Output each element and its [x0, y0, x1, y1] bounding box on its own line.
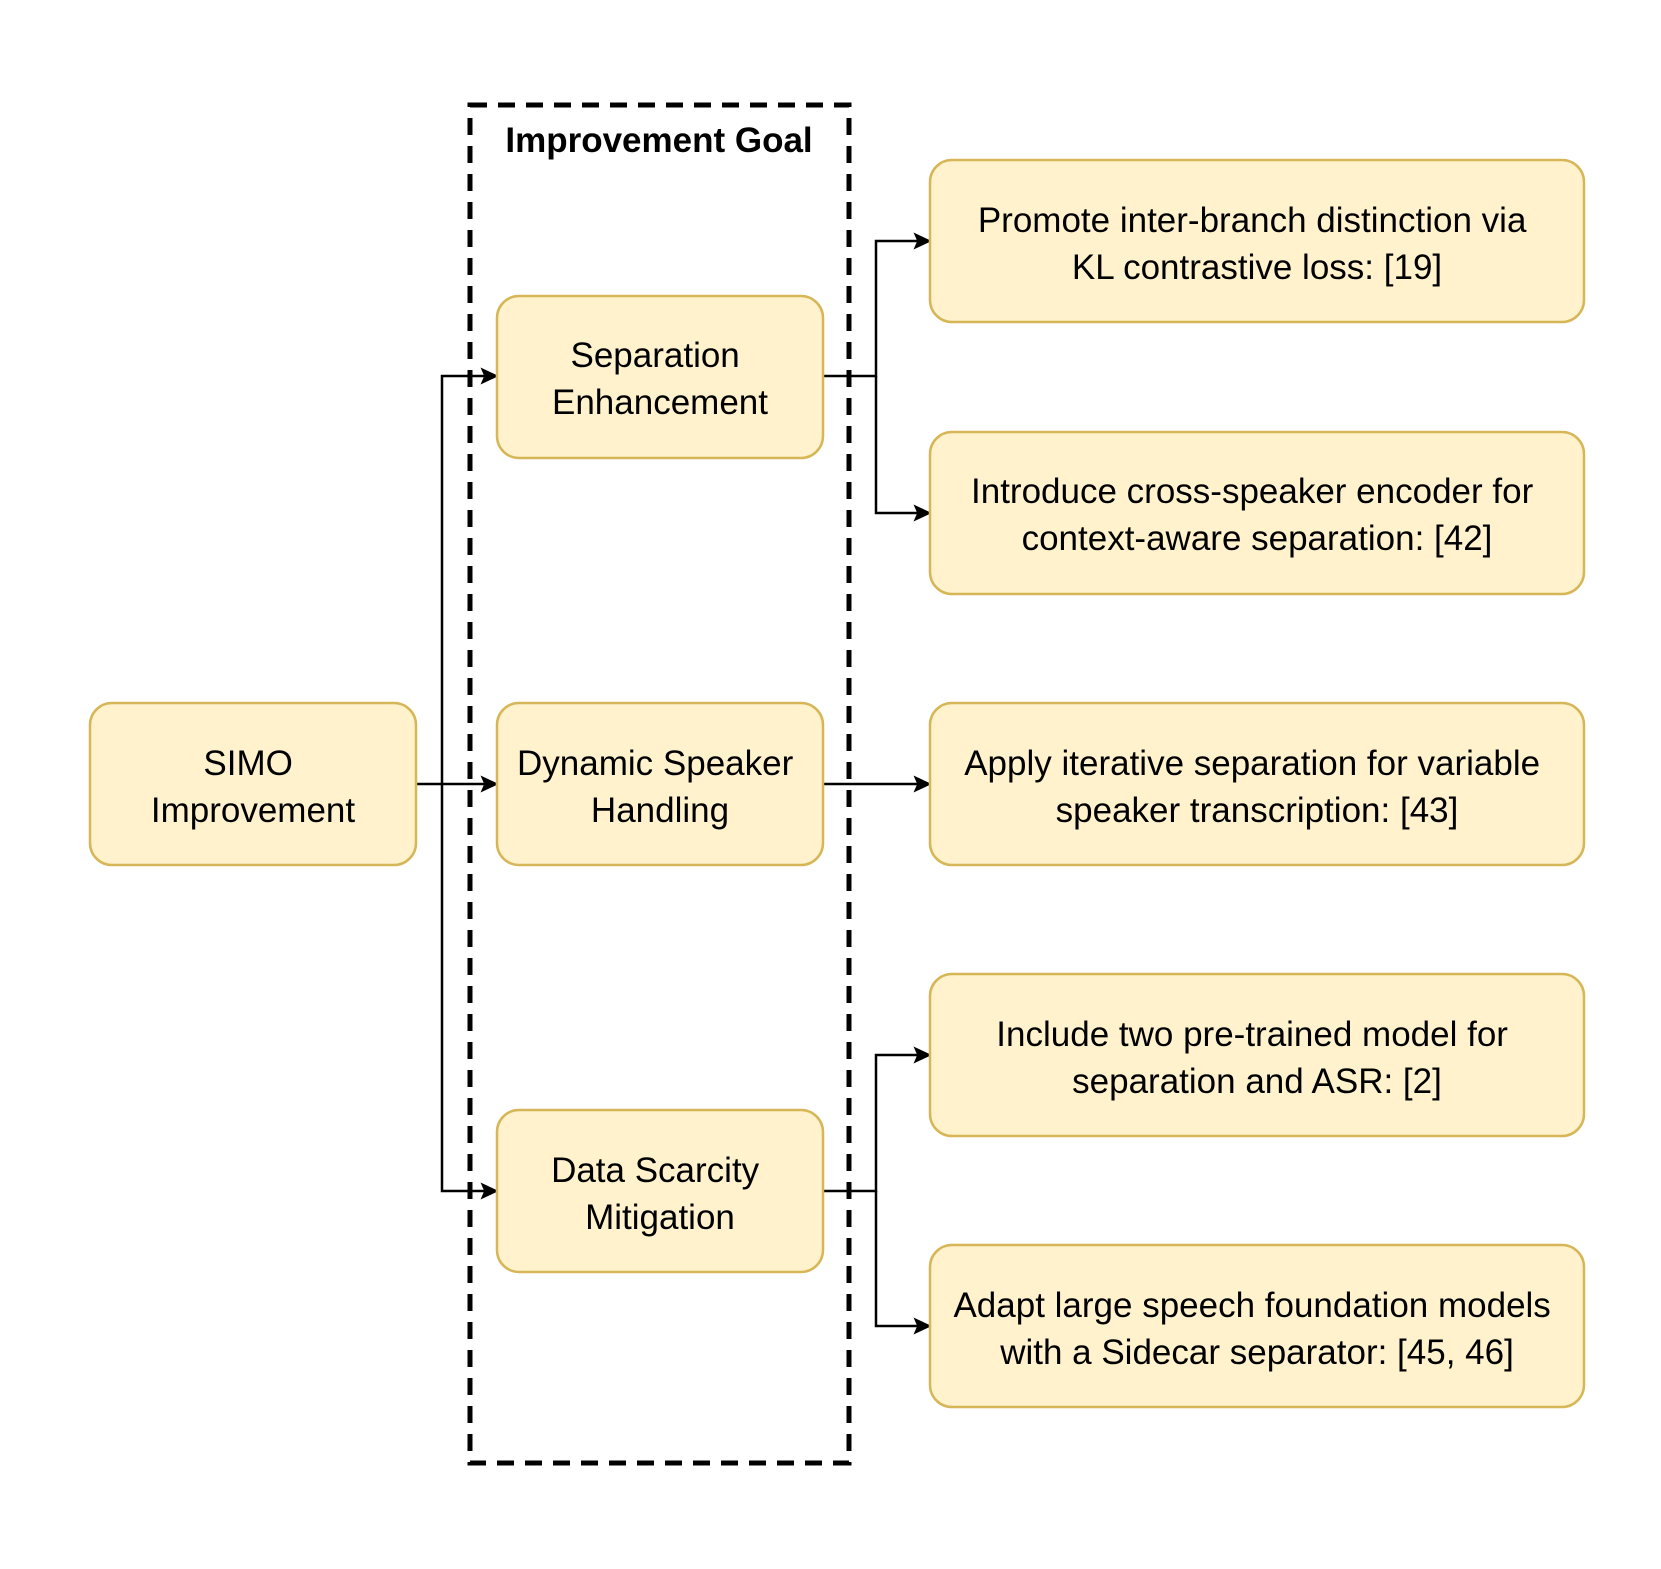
node-simo-improvement: SIMO Improvement — [88, 701, 418, 867]
node-label: Include two pre-trained model for separa… — [996, 1015, 1517, 1101]
edge-root-to-data — [440, 784, 485, 1193]
node-iterative-separation: Apply iterative separation for variable … — [928, 701, 1586, 867]
arrowhead — [913, 1046, 932, 1064]
node-pretrained-models: Include two pre-trained model for separa… — [928, 972, 1586, 1138]
node-label: Adapt large speech foundation models wit… — [953, 1286, 1560, 1372]
edge-data-to-sidecar — [874, 1191, 918, 1328]
node-data-scarcity-mitigation: Data Scarcity Mitigation — [495, 1108, 825, 1274]
node-separation-enhancement: Separation Enhancement — [495, 294, 825, 460]
edge-root-to-separation — [417, 374, 485, 786]
node-label: Separation Enhancement — [552, 336, 768, 422]
arrowhead — [913, 232, 932, 250]
edge-data-to-pretrained — [823, 1053, 918, 1193]
edges — [417, 232, 932, 1335]
edge-separation-to-cross — [874, 376, 918, 515]
node-label: Data Scarcity Mitigation — [551, 1151, 769, 1237]
arrowhead — [913, 775, 932, 793]
arrowhead — [480, 367, 499, 385]
node-cross-speaker-encoder: Introduce cross-speaker encoder for cont… — [928, 430, 1586, 596]
group-title: Improvement Goal — [505, 121, 812, 160]
edge-separation-to-kl — [823, 239, 918, 378]
node-label: Apply iterative separation for variable … — [964, 744, 1550, 830]
node-sidecar-separator: Adapt large speech foundation models wit… — [928, 1243, 1586, 1409]
arrowhead — [913, 1317, 932, 1335]
arrowhead — [480, 775, 499, 793]
node-kl-contrastive-loss: Promote inter-branch distinction via KL … — [928, 158, 1586, 324]
arrowhead — [913, 504, 932, 522]
node-label: SIMO Improvement — [151, 744, 356, 830]
node-dynamic-speaker-handling: Dynamic Speaker Handling — [495, 701, 825, 867]
node-label: Dynamic Speaker Handling — [517, 744, 803, 830]
node-label: Introduce cross-speaker encoder for cont… — [971, 472, 1543, 558]
node-label: Promote inter-branch distinction via KL … — [978, 201, 1536, 287]
arrowhead — [480, 1182, 499, 1200]
